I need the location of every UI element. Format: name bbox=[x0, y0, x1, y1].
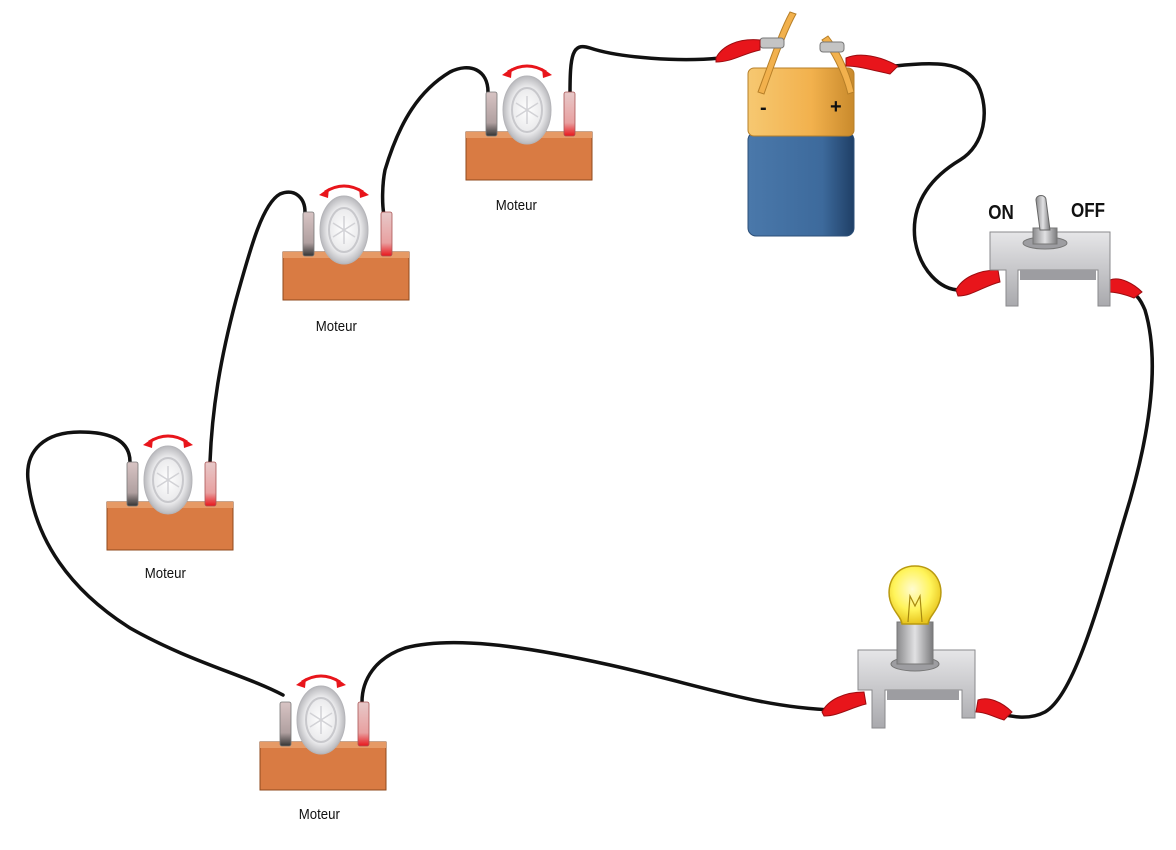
motor-icon bbox=[106, 434, 234, 551]
motor-terminal-positive bbox=[563, 91, 576, 137]
wire-motor1-to-motor2 bbox=[380, 66, 490, 217]
alligator-clip-icon bbox=[715, 39, 761, 63]
wire-motor3-to-motor4 bbox=[26, 430, 285, 697]
battery-minus-sign: - bbox=[760, 97, 767, 119]
motor-terminal-negative bbox=[126, 461, 139, 507]
motor-terminal-negative bbox=[302, 211, 315, 257]
motor-terminal-positive bbox=[204, 461, 217, 507]
alligator-clip-icon bbox=[845, 54, 899, 75]
switch bbox=[989, 195, 1111, 307]
motor-icon bbox=[282, 184, 410, 301]
wire-bulb-to-switch bbox=[988, 288, 1154, 719]
motor-icon bbox=[259, 674, 387, 791]
switch-toggle-icon bbox=[1035, 195, 1051, 231]
battery-plus-sign: + bbox=[830, 96, 842, 118]
bulb bbox=[857, 565, 976, 729]
rotation-arrow-icon bbox=[148, 434, 188, 444]
bulb-socket bbox=[896, 621, 934, 665]
wire-motor4-to-bulb bbox=[360, 640, 837, 712]
alligator-clip-icon bbox=[975, 698, 1013, 721]
alligator-clip-icon bbox=[821, 691, 867, 717]
rotation-arrow-icon bbox=[324, 184, 364, 194]
motor-terminal-positive bbox=[357, 701, 370, 747]
alligator-clips bbox=[715, 39, 1143, 721]
motor-terminal-negative bbox=[279, 701, 292, 747]
battery-minus-lead bbox=[757, 11, 797, 95]
alligator-clip-icon bbox=[955, 269, 1001, 297]
bulb-icon bbox=[888, 565, 942, 625]
switch-bracket bbox=[989, 231, 1111, 307]
rotation-arrow-icon bbox=[301, 674, 341, 684]
battery-top bbox=[747, 67, 855, 137]
motor-terminal-positive bbox=[380, 211, 393, 257]
rotation-arrow-icon bbox=[507, 64, 547, 74]
wires bbox=[26, 44, 1154, 719]
motor-label: Moteur bbox=[495, 197, 537, 214]
motor-icon bbox=[465, 64, 593, 181]
wire-battery-minus-to-motor1 bbox=[568, 44, 722, 97]
wire-motor2-to-motor3 bbox=[208, 190, 307, 464]
battery-body bbox=[747, 131, 855, 237]
bulb-bracket bbox=[857, 649, 976, 729]
motors bbox=[106, 64, 593, 791]
switch-off-label: OFF bbox=[1071, 200, 1105, 222]
motor-label: Moteur bbox=[298, 806, 340, 823]
motor-terminal-negative bbox=[485, 91, 498, 137]
motor-label: Moteur bbox=[315, 318, 357, 335]
switch-on-label: ON bbox=[988, 202, 1014, 224]
battery bbox=[747, 11, 855, 237]
wire-switch-to-battery-plus bbox=[893, 61, 986, 292]
alligator-clip-icon bbox=[1107, 278, 1143, 299]
motor-label: Moteur bbox=[144, 565, 186, 582]
